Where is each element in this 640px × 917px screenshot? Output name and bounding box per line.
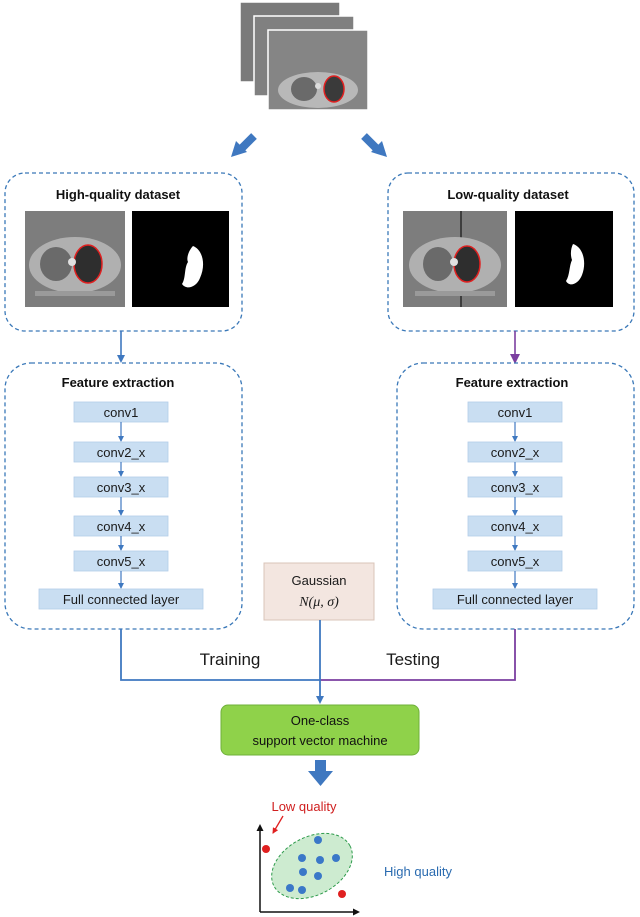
training-label: Training — [200, 650, 261, 669]
layer-label: conv4_x — [97, 519, 146, 534]
layer-label: conv1 — [498, 405, 533, 420]
high-quality-point — [298, 886, 306, 894]
layer-label: conv4_x — [491, 519, 540, 534]
ct-slice-icon — [403, 211, 507, 307]
testing-label: Testing — [386, 650, 440, 669]
high-quality-point — [299, 868, 307, 876]
testing-line — [320, 629, 516, 681]
gaussian-box — [263, 562, 375, 621]
high-quality-dataset-title: High-quality dataset — [56, 187, 181, 202]
thick-down-arrow-icon — [308, 760, 333, 786]
high-quality-label: High quality — [384, 864, 452, 879]
gaussian-label: Gaussian — [292, 573, 347, 588]
training-line — [120, 629, 320, 681]
svm-label-line1: One-class — [291, 713, 350, 728]
split-arrows — [231, 133, 387, 157]
layer-label: conv3_x — [97, 480, 146, 495]
lung-mask-icon — [132, 211, 229, 307]
high-quality-dataset-box — [4, 172, 243, 332]
high-quality-cluster — [271, 832, 353, 900]
low-quality-point — [338, 890, 346, 898]
layer-label: conv2_x — [491, 445, 540, 460]
high-quality-point — [286, 884, 294, 892]
layer-label: conv5_x — [491, 554, 540, 569]
right-feature-extraction-title: Feature extraction — [456, 375, 569, 390]
lung-mask-icon — [515, 211, 613, 307]
low-quality-dataset-box — [387, 172, 635, 332]
layer-box — [432, 588, 598, 610]
layer-label: conv5_x — [97, 554, 146, 569]
high-quality-point — [332, 854, 340, 862]
layer-label: conv3_x — [491, 480, 540, 495]
low-quality-dataset-title: Low-quality dataset — [447, 187, 569, 202]
low-quality-pointer — [272, 815, 284, 834]
gaussian-formula: N(μ, σ) — [298, 595, 339, 610]
layer-label: Full connected layer — [63, 592, 180, 607]
ct-slice-icon — [25, 211, 125, 307]
ct-stack-icon — [239, 1, 369, 111]
result-scatter-plot — [256, 824, 360, 916]
high-quality-point — [298, 854, 306, 862]
layer-label: conv1 — [104, 405, 139, 420]
svm-box — [220, 704, 420, 756]
layer-label: conv2_x — [97, 445, 146, 460]
left-feature-extraction-box — [4, 362, 243, 630]
high-quality-point — [316, 856, 324, 864]
low-quality-point — [262, 845, 270, 853]
high-quality-point — [314, 836, 322, 844]
left-feature-extraction-title: Feature extraction — [62, 375, 175, 390]
right-feature-extraction-box — [396, 362, 635, 630]
high-quality-point — [314, 872, 322, 880]
layer-box — [38, 588, 204, 610]
low-quality-label: Low quality — [271, 799, 337, 814]
svm-label-line2: support vector machine — [252, 733, 387, 748]
layer-label: Full connected layer — [457, 592, 574, 607]
